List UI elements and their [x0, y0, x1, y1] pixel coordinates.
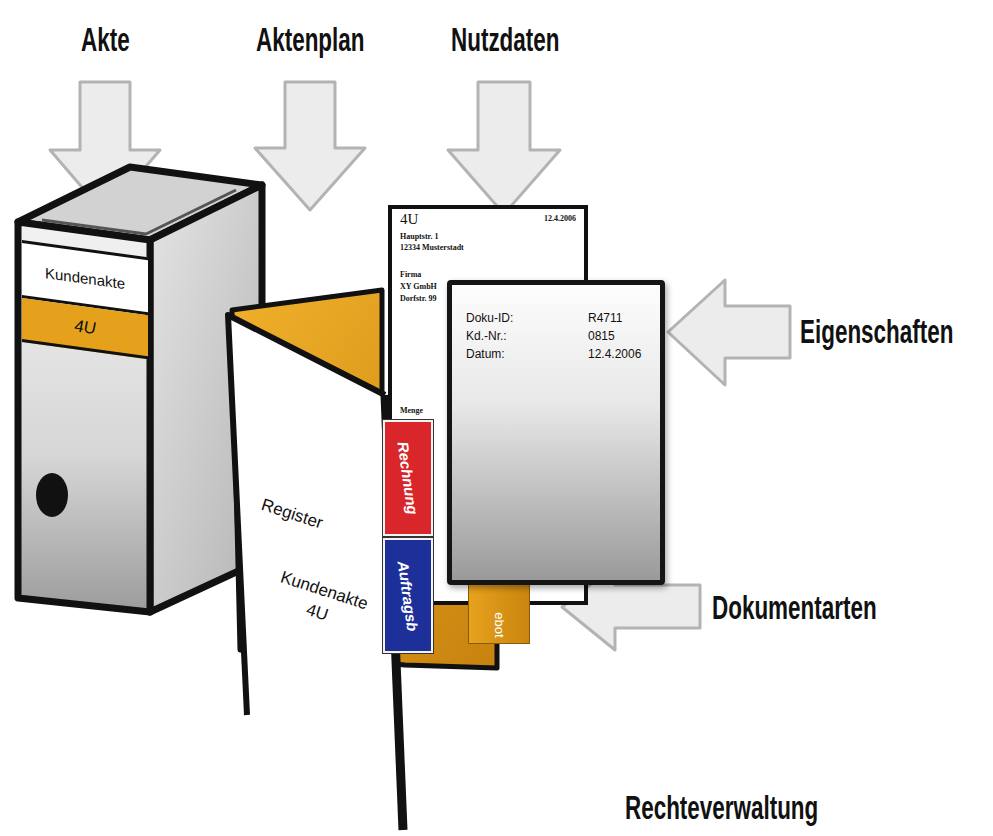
- callout-label: Rechteverwaltung: [625, 790, 818, 824]
- letter-date: 12.4.2006: [544, 215, 576, 223]
- letter-recipient: XY GmbH: [400, 283, 437, 291]
- property-name: Datum:: [466, 347, 505, 361]
- register-tab: Rechnung: [383, 420, 433, 536]
- tab-text: Rechnung: [394, 441, 421, 516]
- letter-recipient: Dorfstr. 99: [400, 295, 437, 303]
- property-value: 0815: [588, 329, 615, 343]
- callout-label: Dokumentarten: [712, 590, 877, 624]
- register-border: [228, 315, 385, 715]
- tab-text: Auftragsb: [395, 559, 422, 632]
- property-name: Doku-ID:: [466, 311, 513, 325]
- register-face: [228, 315, 403, 830]
- register-tab: Auftragsb: [383, 538, 433, 653]
- callout-label: Aktenplan: [256, 22, 364, 56]
- letter-address: Hauptstr. 1: [400, 233, 438, 241]
- property-value: 12.4.2006: [588, 347, 641, 361]
- callout-label: Akte: [81, 22, 130, 56]
- letter-recipient: Firma: [400, 271, 421, 279]
- property-value: R4711: [588, 311, 622, 325]
- properties-card: Doku-ID: R4711Kd.-Nr.: 0815Datum: 12.4.2006: [447, 280, 665, 585]
- letter-logo: 4U: [400, 212, 418, 227]
- letter-text: Menge: [400, 407, 423, 415]
- letter-address: 12334 Musterstadt: [400, 244, 464, 252]
- binder-label: Kundenakte4U: [22, 240, 148, 363]
- tab-text: ebot: [492, 612, 507, 637]
- property-name: Kd.-Nr.:: [466, 329, 507, 343]
- callout-label: Nutzdaten: [451, 22, 559, 56]
- binder-drawing: [18, 167, 262, 612]
- callout-label: Eigenschaften: [800, 314, 953, 348]
